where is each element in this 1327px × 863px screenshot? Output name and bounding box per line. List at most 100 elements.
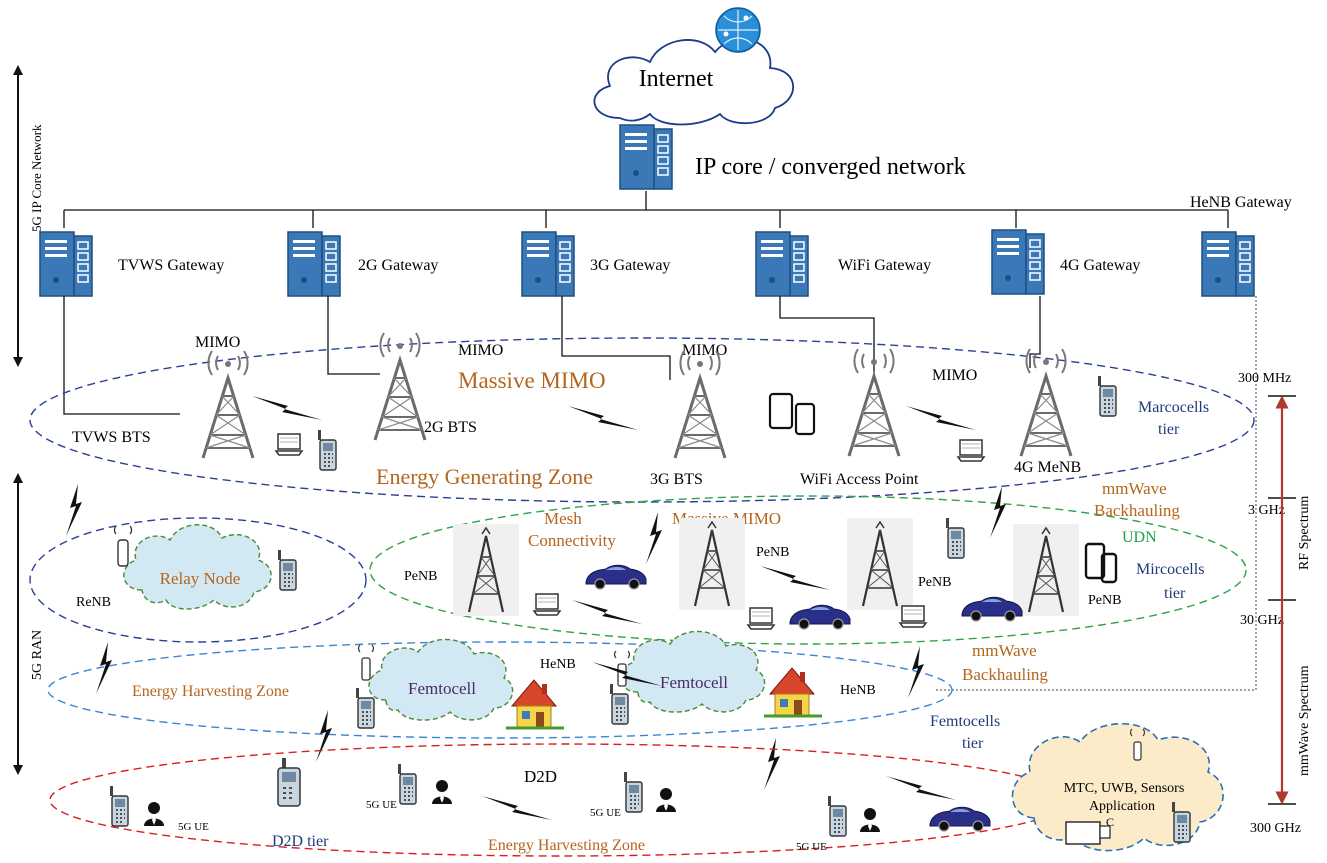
mmwave-spectrum-label: mmWave Spectrum (1297, 665, 1312, 776)
lightning-icon (906, 406, 976, 430)
bts-3g-label: 3G BTS (650, 471, 703, 488)
core-server-icon (619, 124, 673, 190)
internet-cloud (593, 38, 795, 126)
lightning-icon (66, 484, 82, 536)
bts-2g-label: 2G BTS (424, 419, 477, 436)
mesh-label-2: Connectivity (528, 531, 616, 550)
car-icon (789, 604, 851, 630)
bts-2g-tower-icon (373, 331, 427, 442)
d2d-tier-label: D2D tier (272, 833, 329, 850)
camera-icon (1065, 821, 1111, 845)
energy-generating-zone-label: Energy Generating Zone (376, 464, 593, 489)
femtocells-tier-label-1: Femtocells (930, 713, 1000, 730)
henb-antenna-icon (358, 644, 374, 681)
ue-label-2: 5G UE (366, 799, 397, 811)
mimo-label-4: MIMO (932, 367, 977, 384)
spectrum-300mhz: 300 MHz (1238, 371, 1291, 386)
penb-label-2: PeNB (756, 545, 789, 560)
phone-icon (945, 517, 965, 559)
femtocell-label-1: Femtocell (408, 679, 476, 698)
mimo-label-2: MIMO (458, 342, 503, 359)
house-icon (762, 666, 824, 718)
laptop-icon (899, 605, 927, 628)
tvws-gateway-label: TVWS Gateway (118, 257, 224, 274)
mmwave-backhaul-2b: Backhauling (962, 665, 1048, 684)
phone-icon (827, 795, 847, 837)
mtc-label-1: MTC, UWB, Sensors (1064, 781, 1185, 796)
mmwave-backhaul-1a: mmWave (1102, 479, 1167, 498)
rf-spectrum-label: RF Spectrum (1297, 496, 1312, 570)
henb-label-1: HeNB (540, 657, 576, 672)
spectrum-3ghz: 3 GHz (1248, 503, 1285, 518)
mmwave-backhaul-2a: mmWave (972, 641, 1037, 660)
lightning-icon (760, 566, 830, 590)
relay-node-label: Relay Node (160, 569, 241, 588)
d2d-label: D2D (524, 767, 557, 786)
macrocells-tier-label-2: tier (1158, 421, 1180, 438)
menb-4g-label: 4G MeNB (1014, 459, 1081, 476)
bts-3g-tower-icon (673, 349, 727, 460)
mtc-cloud (1011, 723, 1224, 852)
internet-label: Internet (639, 66, 714, 92)
person-icon (656, 788, 676, 812)
penb-tower-icon (845, 516, 915, 612)
lightning-icon (316, 710, 332, 762)
gateway-3g-icon (521, 231, 575, 297)
tablet-icon (768, 392, 816, 436)
penb-label-4: PeNB (1088, 593, 1121, 608)
relay-antenna-icon (113, 525, 133, 567)
henb-gateway-icon (1201, 231, 1255, 297)
lightning-icon (568, 406, 638, 430)
lightning-icon (252, 396, 322, 420)
femtocell-cloud-2 (620, 630, 766, 713)
microcell-udn-zone (369, 495, 1247, 645)
house-icon (504, 678, 566, 730)
laptop-icon (275, 433, 303, 456)
lightning-icon (646, 512, 662, 564)
lightning-icon (990, 486, 1006, 538)
gateway-2g-label: 2G Gateway (358, 257, 438, 274)
core-network-label: IP core / converged network (695, 154, 966, 180)
laptop-icon (957, 439, 985, 462)
tvws-bts-label: TVWS BTS (72, 429, 151, 446)
spectrum-30ghz: 30 GHz (1240, 613, 1284, 628)
menb-4g-tower-icon (1019, 347, 1073, 458)
d2d-energy-harvesting-label: Energy Harvesting Zone (488, 837, 645, 854)
ue-label-4: 5G UE (796, 841, 827, 853)
phone-icon (277, 549, 297, 591)
henb-dotted-link (935, 296, 1257, 691)
renb-label: ReNB (76, 595, 111, 610)
mmwave-backhaul-1b: Backhauling (1094, 501, 1180, 520)
smartphone-icon (1084, 542, 1118, 584)
udn-label: UDN (1122, 529, 1157, 546)
relay-node-cloud (123, 524, 272, 610)
macrocells-tier-label-1: Marcocells (1138, 399, 1209, 416)
mimo-label-3: MIMO (682, 342, 727, 359)
car-icon (585, 564, 647, 590)
person-icon (432, 780, 452, 804)
penb-tower-icon (677, 516, 747, 612)
penb-label-3: PeNB (918, 575, 951, 590)
wifi-gateway-label: WiFi Gateway (838, 257, 931, 274)
tvws-gateway-icon (39, 231, 93, 297)
phone-icon (1097, 375, 1117, 417)
backbone-lines (63, 191, 1229, 228)
lightning-icon (908, 646, 924, 698)
gateway-2g-icon (287, 231, 341, 297)
laptop-icon (747, 607, 775, 630)
handheld-radio-icon (277, 758, 301, 807)
ran-axis-label: 5G RAN (30, 630, 45, 680)
ue-label-3: 5G UE (590, 807, 621, 819)
lightning-icon (886, 776, 956, 800)
gateway-4g-label: 4G Gateway (1060, 257, 1140, 274)
femtocell-label-2: Femtocell (660, 673, 728, 692)
femtocells-tier-label-2: tier (962, 735, 984, 752)
femto-energy-harvesting-label: Energy Harvesting Zone (132, 683, 289, 700)
person-icon (860, 808, 880, 832)
lightning-icon (482, 796, 552, 820)
mtc-label-2: Application (1089, 799, 1155, 814)
henb-gateway-label: HeNB Gateway (1190, 194, 1292, 211)
phone-icon (109, 785, 129, 827)
camera-c-label: C (1106, 815, 1114, 829)
ue-label-1: 5G UE (178, 821, 209, 833)
